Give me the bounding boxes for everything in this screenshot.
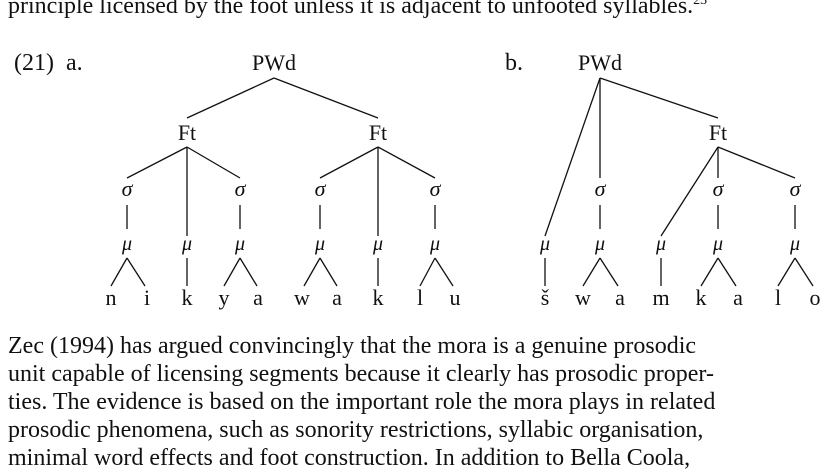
tree-b-mora-5: μ xyxy=(789,233,800,255)
tree-b-segment: w xyxy=(575,285,591,310)
top-text-line: principle licensed by the foot unless it… xyxy=(8,0,707,20)
tree-a-segment: a xyxy=(253,285,263,310)
paragraph-line-2: unit capable of licensing segments becau… xyxy=(8,361,714,387)
tree-a-pwd: PWd xyxy=(252,50,296,75)
tree-b-mora-1: μ xyxy=(539,233,550,255)
tree-a-syllable-2: σ xyxy=(235,176,247,201)
tree-a-foot-1: Ft xyxy=(178,120,196,145)
tree-b-segment: š xyxy=(541,285,550,310)
tree-a-segment: k xyxy=(373,285,384,310)
tree-b-mora-4: μ xyxy=(712,233,723,255)
tree-b: PWd Ft σ σ σ μ μ μ μ μ š w a m k a l o xyxy=(539,50,821,310)
tree-a: PWd Ft Ft σ σ σ σ μ μ μ μ μ μ n xyxy=(106,50,461,310)
prosodic-tree-figure: (21) a. b. PWd Ft Ft σ σ σ σ μ μ μ μ μ μ xyxy=(14,50,821,310)
tree-a-mora-2: μ xyxy=(181,233,192,255)
tree-a-foot-2: Ft xyxy=(369,120,387,145)
tree-b-segment: o xyxy=(810,285,821,310)
tree-a-mora-5: μ xyxy=(372,233,383,255)
tree-b-syllable-3: σ xyxy=(790,176,802,201)
tree-b-segment: m xyxy=(652,285,669,310)
paragraph-line-4: prosodic phenomena, such as sonority res… xyxy=(8,417,704,443)
tree-a-segment: u xyxy=(450,285,461,310)
tree-b-syllable-2: σ xyxy=(713,176,725,201)
tree-b-syllable-1: σ xyxy=(595,176,607,201)
paragraph-line-3: ties. The evidence is based on the impor… xyxy=(8,389,716,415)
tree-b-segment: a xyxy=(615,285,625,310)
tree-a-mora-6: μ xyxy=(429,233,440,255)
tree-b-pwd: PWd xyxy=(578,50,622,75)
top-text: principle licensed by the foot unless it… xyxy=(8,0,694,19)
tree-a-segment: l xyxy=(417,285,423,310)
footnote-marker: 23 xyxy=(693,0,708,8)
tree-a-mora-4: μ xyxy=(314,233,325,255)
example-b-label: b. xyxy=(505,50,523,76)
tree-a-mora-1: μ xyxy=(121,233,132,255)
paragraph-line-5: minimal word effects and foot constructi… xyxy=(8,445,691,471)
tree-a-segment: y xyxy=(219,285,230,310)
example-a-label: a. xyxy=(66,50,83,76)
tree-a-syllable-1: σ xyxy=(122,176,134,201)
tree-a-segment: n xyxy=(106,285,117,310)
example-number: (21) xyxy=(14,50,54,76)
tree-b-mora-3: μ xyxy=(655,233,666,255)
tree-b-segment: a xyxy=(733,285,743,310)
tree-b-foot: Ft xyxy=(709,120,727,145)
tree-a-syllable-4: σ xyxy=(430,176,442,201)
paragraph-line-1: Zec (1994) has argued convincingly that … xyxy=(8,333,697,359)
tree-a-segment: a xyxy=(332,285,342,310)
tree-b-segment: l xyxy=(775,285,781,310)
tree-a-segment: i xyxy=(144,285,150,310)
tree-b-mora-2: μ xyxy=(594,233,605,255)
tree-a-segment: w xyxy=(294,285,310,310)
tree-a-mora-3: μ xyxy=(234,233,245,255)
tree-b-segment: k xyxy=(696,285,707,310)
tree-a-syllable-3: σ xyxy=(315,176,327,201)
tree-a-segment: k xyxy=(182,285,193,310)
